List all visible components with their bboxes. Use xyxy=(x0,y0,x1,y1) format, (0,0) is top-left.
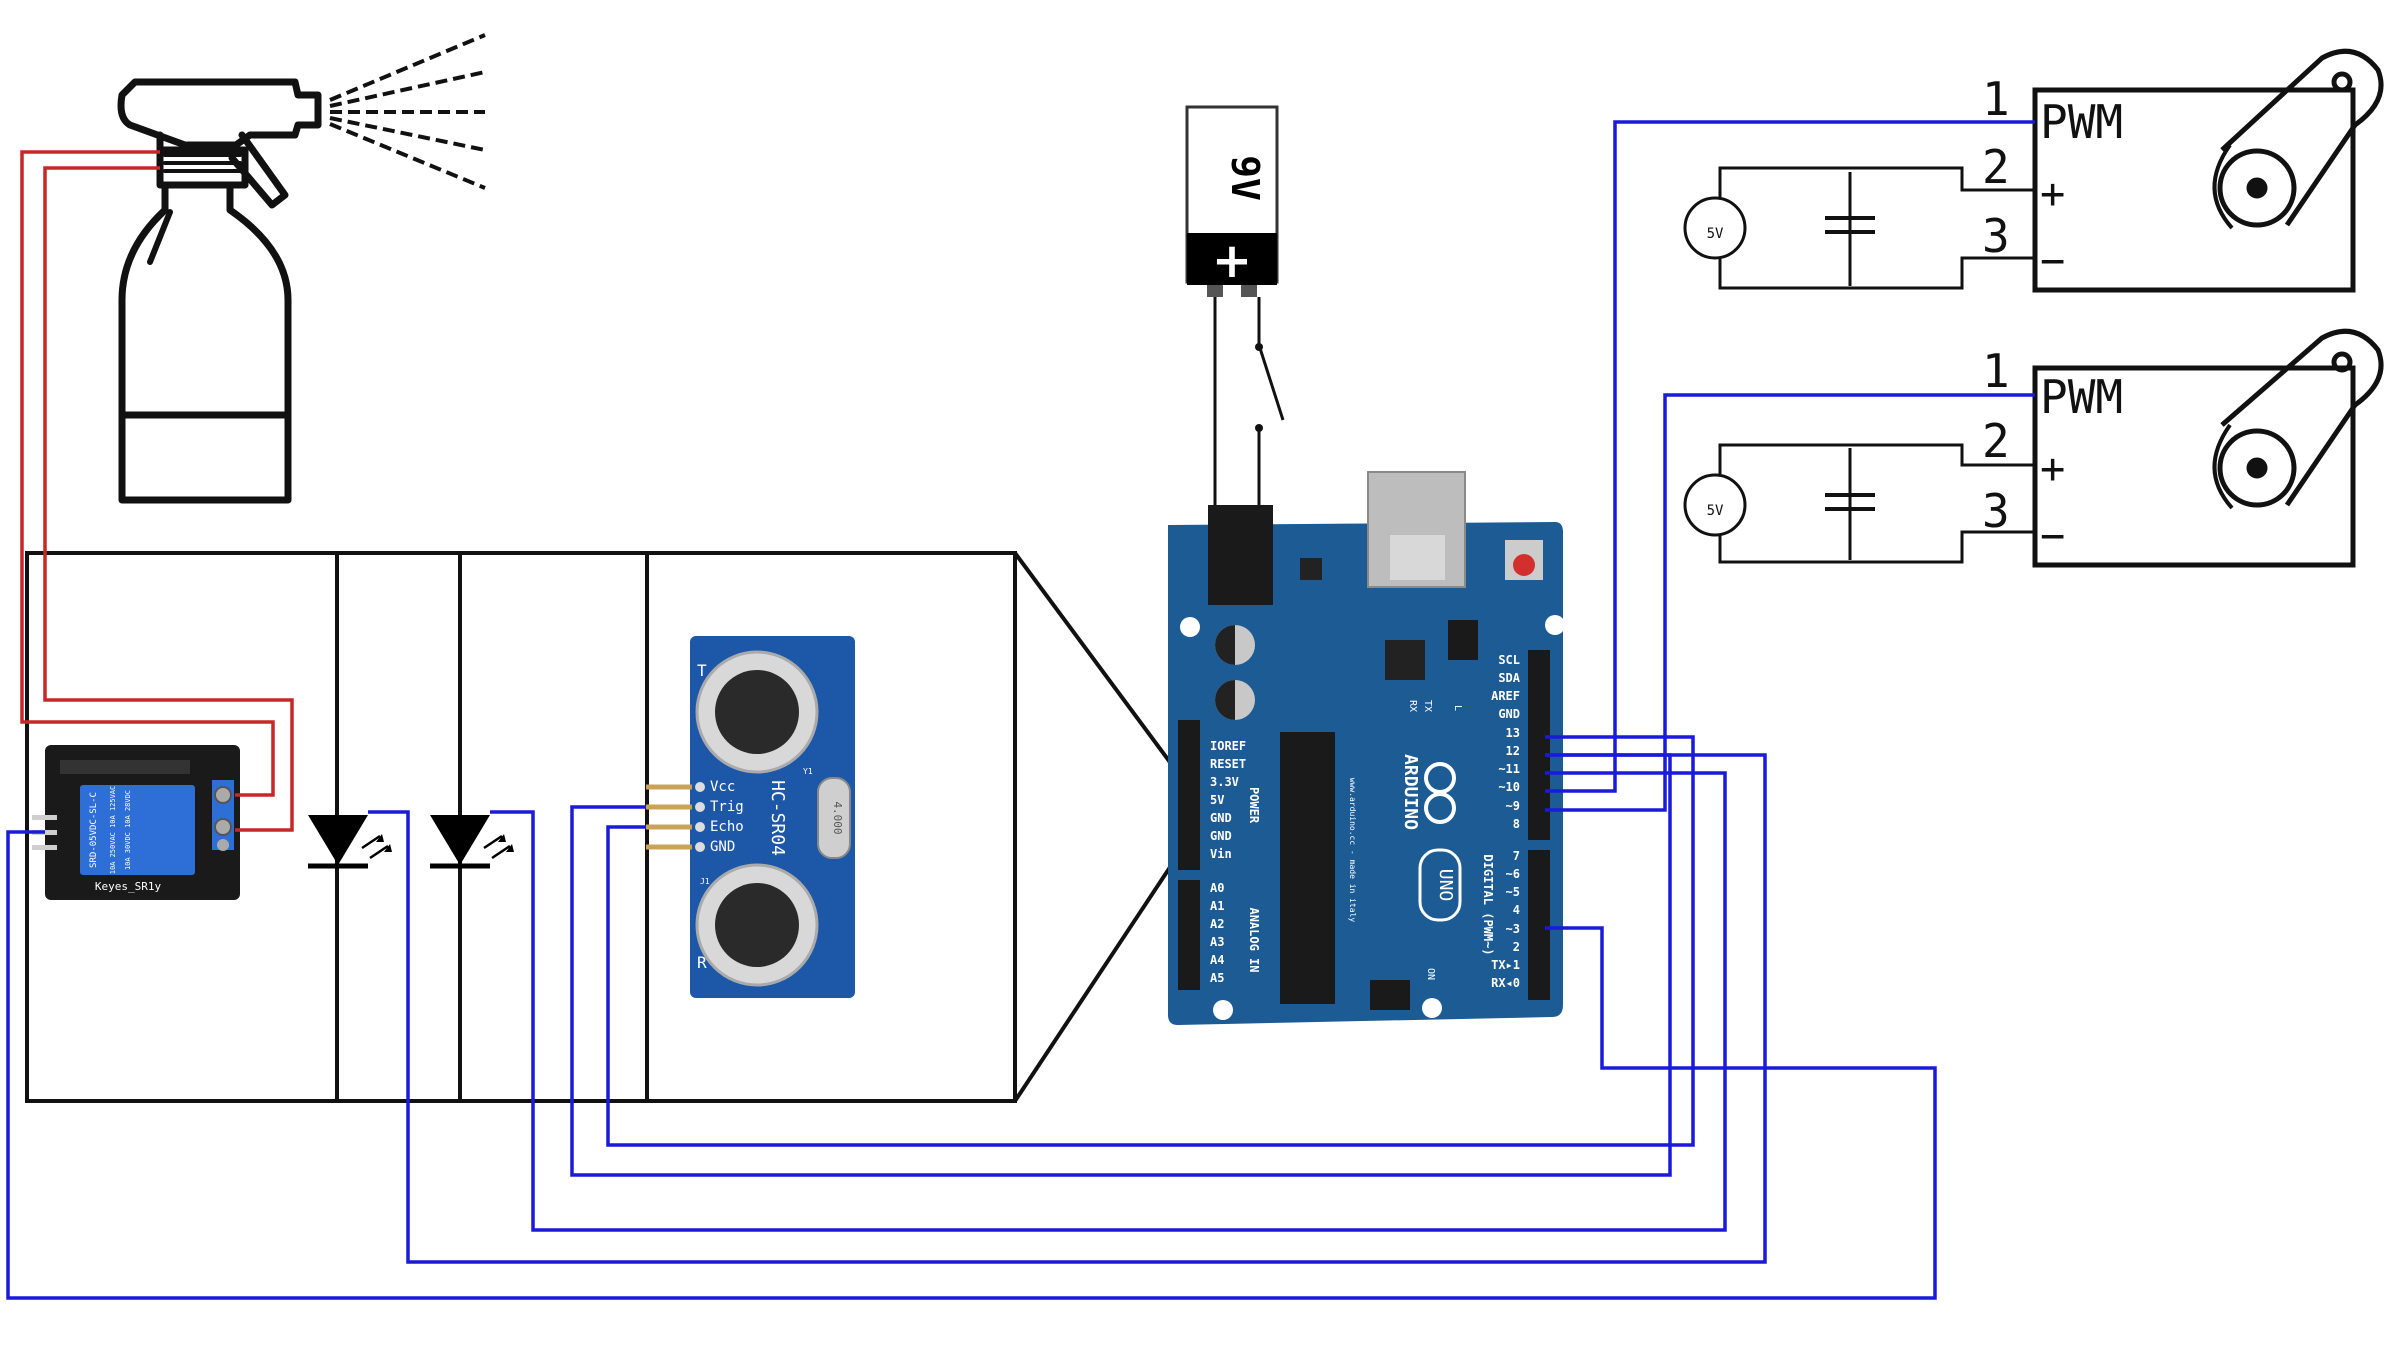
arduino-model: UNO xyxy=(1435,869,1456,902)
pin-reset: RESET xyxy=(1210,757,1246,771)
relay-label: Keyes_SR1y xyxy=(95,880,162,893)
sensor-crystal-label: 4.000 xyxy=(831,801,844,834)
pin-a2: A2 xyxy=(1210,917,1224,931)
spray-bottle-icon xyxy=(117,78,322,504)
servo-2-pin2: 2 xyxy=(1982,414,2010,468)
sensor-r-label: R xyxy=(697,953,707,972)
servo-2: PWM + − 1 2 3 xyxy=(1982,328,2384,568)
power-switch-icon xyxy=(1255,343,1263,432)
pin-4: 4 xyxy=(1513,903,1520,917)
arduino-brand: ARDUINO xyxy=(1400,754,1421,830)
pin-a4: A4 xyxy=(1210,953,1224,967)
pin-gnd-d: GND xyxy=(1498,707,1520,721)
servo-2-pin1: 1 xyxy=(1982,344,2010,398)
arduino-uno-board: IOREF RESET 3.3V 5V GND GND Vin A0 A1 A2… xyxy=(1168,471,1565,1025)
sensor-y1-label: Y1 xyxy=(803,767,813,776)
sensor-j1-label: J1 xyxy=(700,877,710,886)
l-label: L xyxy=(1452,705,1463,711)
pin-sda: SDA xyxy=(1498,671,1520,685)
pin-scl: SCL xyxy=(1498,653,1520,667)
pin-aref: AREF xyxy=(1491,689,1520,703)
pin-9: ~9 xyxy=(1506,799,1520,813)
servo-2-supply xyxy=(1683,443,2035,564)
servo-1-pin2: 2 xyxy=(1982,140,2010,194)
servo-1-pin1: 1 xyxy=(1982,72,2010,126)
pin-10: ~10 xyxy=(1498,780,1520,794)
relay-text-line1: SRD-05VDC-SL-C xyxy=(89,792,99,868)
relay-text-line3: 10A 30VDC 10A 28VDC xyxy=(124,790,132,870)
pin-a3: A3 xyxy=(1210,935,1224,949)
sensor-pin-gnd: GND xyxy=(710,839,735,855)
sensor-t-label: T xyxy=(697,661,707,680)
sensor-model-label: HC-SR04 xyxy=(767,780,788,856)
pin-5: ~5 xyxy=(1506,885,1520,899)
mounting-holes xyxy=(1180,615,1565,1020)
servo-2-plus-label: + xyxy=(2040,444,2065,493)
servo-1-supply-label: 5V xyxy=(1707,226,1724,242)
pin-8: 8 xyxy=(1513,817,1520,831)
servo-2-signal-label: PWM xyxy=(2040,370,2123,424)
servo-2-supply-label: 5V xyxy=(1707,503,1724,519)
pin-3: ~3 xyxy=(1506,922,1520,936)
sensor-header-pins xyxy=(646,784,692,850)
analog-header-title: ANALOG IN xyxy=(1247,907,1261,972)
blue-signal-wires xyxy=(6,120,2035,1300)
battery-plus-label: + xyxy=(1212,233,1252,289)
servo-1-supply xyxy=(1683,166,2035,290)
pin-12: 12 xyxy=(1506,744,1520,758)
pin-ioref: IOREF xyxy=(1210,739,1246,753)
pin-a0: A0 xyxy=(1210,881,1224,895)
pin-a1: A1 xyxy=(1210,899,1224,913)
servo-2-horn-icon xyxy=(2212,328,2384,510)
battery-9v: 9V + xyxy=(1185,105,1279,297)
sensor-pin-vcc: Vcc xyxy=(710,779,735,795)
servo-2-minus-label: − xyxy=(2040,511,2065,560)
pin-13: 13 xyxy=(1506,726,1520,740)
pin-6: ~6 xyxy=(1506,867,1520,881)
servo-1-plus-label: + xyxy=(2040,169,2065,218)
pin-11: ~11 xyxy=(1498,762,1520,776)
servo-1-horn-icon xyxy=(2212,48,2384,230)
tx-label: TX xyxy=(1422,700,1433,712)
servo-1-signal-label: PWM xyxy=(2040,95,2123,149)
servo-1-minus-label: − xyxy=(2040,236,2065,285)
sensor-pin-trig: Trig xyxy=(710,799,744,815)
servo-1-pin3: 3 xyxy=(1982,209,2010,263)
pin-2: 2 xyxy=(1513,940,1520,954)
pin-a5: A5 xyxy=(1210,971,1224,985)
spray-mist-icon xyxy=(329,33,486,190)
led-1-icon xyxy=(308,815,392,869)
pin-5v: 5V xyxy=(1210,793,1224,807)
led-2-icon xyxy=(430,815,514,869)
pin-3v3: 3.3V xyxy=(1210,775,1239,789)
arduino-model-badge: UNO xyxy=(1418,848,1462,922)
power-header-title: POWER xyxy=(1247,787,1261,824)
on-label: ON xyxy=(1425,968,1436,980)
ultrasonic-sensor: 4.000 HC-SR04 T R Y1 J1 Vcc Trig Echo GN… xyxy=(690,636,855,998)
pin-gnd-2: GND xyxy=(1210,829,1232,843)
relay-module: SRD-05VDC-SL-C 10A 250VAC 10A 125VAC 10A… xyxy=(32,745,240,900)
pin-gnd-1: GND xyxy=(1210,811,1232,825)
pin-0: RX◂0 xyxy=(1491,976,1520,990)
battery-wires xyxy=(1213,297,1285,505)
sensor-pin-echo: Echo xyxy=(710,819,744,835)
servo-2-pin3: 3 xyxy=(1982,484,2010,538)
rx-label: RX xyxy=(1407,700,1418,712)
relay-text-line2: 10A 250VAC 10A 125VAC xyxy=(109,786,117,875)
pin-7: 7 xyxy=(1513,849,1520,863)
battery-voltage-label: 9V xyxy=(1223,155,1267,201)
pin-1: TX▸1 xyxy=(1491,958,1520,972)
servo-1: PWM + − 1 2 3 xyxy=(1982,48,2384,293)
arduino-website: www.arduino.cc - made in italy xyxy=(1348,778,1357,923)
pin-vin: Vin xyxy=(1210,847,1232,861)
digital-header-title: DIGITAL (PWM~) xyxy=(1481,854,1495,955)
red-wires xyxy=(20,150,294,832)
arduino-logo-icon xyxy=(1424,762,1456,824)
